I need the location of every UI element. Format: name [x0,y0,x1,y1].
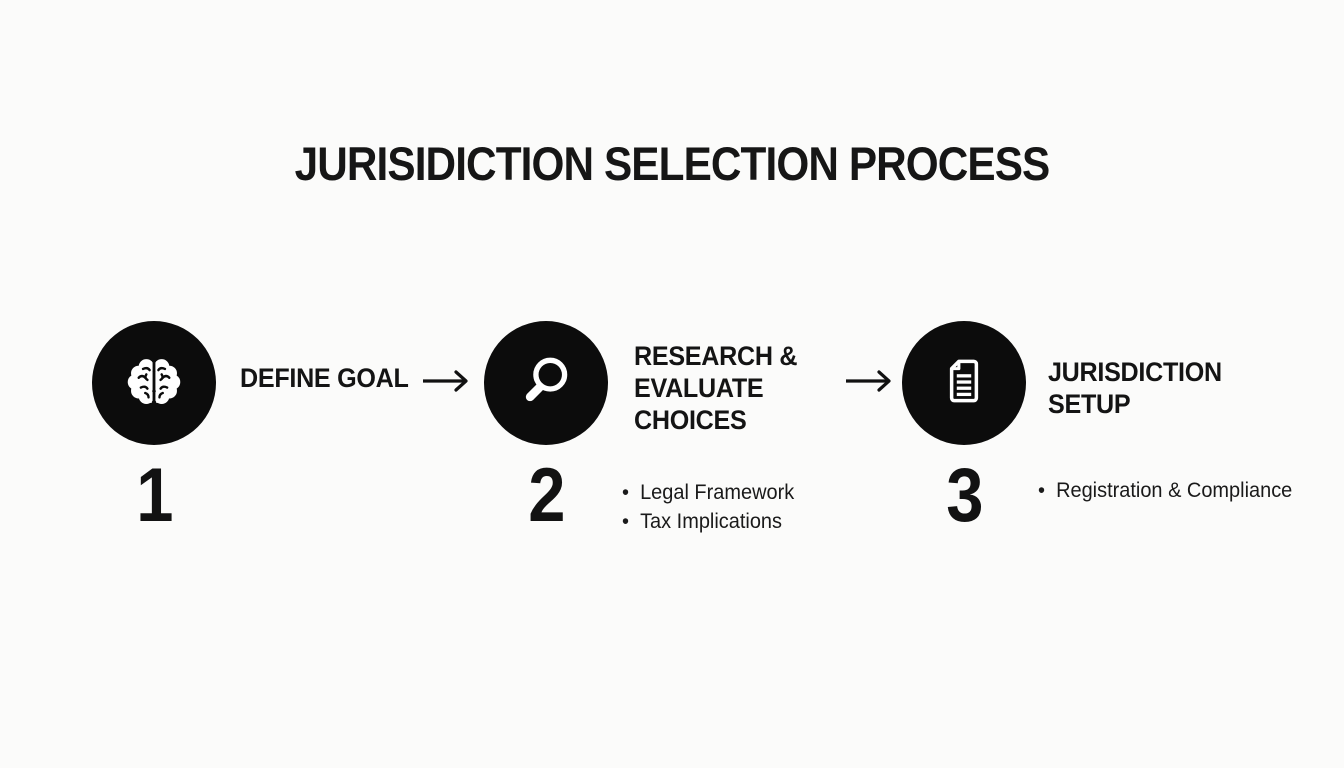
step-2-bullets: Legal Framework Tax Implications [622,479,794,537]
arrow-right-icon [843,366,895,401]
bullet-item: Legal Framework [622,479,794,508]
step-3-bullets: Registration & Compliance [1038,477,1292,506]
magnifier-icon [512,347,580,420]
brain-icon [119,346,189,421]
step-1-icon-circle [92,321,216,445]
step-3-label: JURISDICTION SETUP [1048,357,1222,419]
step-1-number: 1 [136,453,173,538]
bullet-item: Tax Implications [622,508,794,537]
step-2-number: 2 [528,453,565,538]
step-2-label: RESEARCH & EVALUATE CHOICES [634,341,798,435]
step-3-number: 3 [946,453,983,538]
page-title: JURISIDICTION SELECTION PROCESS [294,137,1051,190]
document-icon [931,348,997,419]
bullet-item: Registration & Compliance [1038,477,1292,506]
arrow-right-icon [420,366,472,401]
step-3-icon-circle [902,321,1026,445]
step-2-icon-circle [484,321,608,445]
step-1-label: DEFINE GOAL [240,363,409,393]
